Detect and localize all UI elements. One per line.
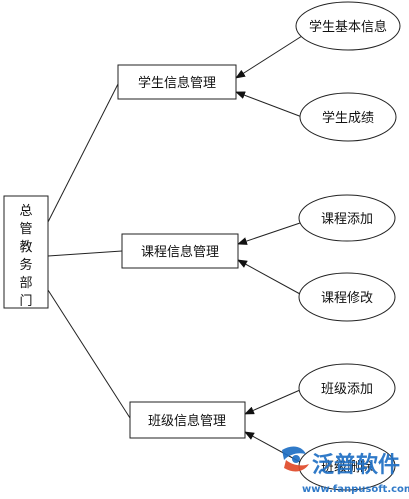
arrow-child-2-1	[237, 222, 301, 245]
branch-node-class: 班级信息管理	[129, 401, 246, 439]
root-char-2: 管	[19, 222, 32, 237]
child-label-class-delete: 班级删除	[321, 460, 373, 475]
child-node-course-edit: 课程修改	[298, 272, 396, 322]
arrow-child-3-2	[244, 431, 301, 463]
child-node-course-add: 课程添加	[298, 194, 396, 242]
watermark-logo-icon	[282, 446, 309, 472]
branch-node-student: 学生信息管理	[117, 64, 237, 100]
branch-node-course: 课程信息管理	[121, 233, 239, 269]
child-node-class-delete: 班级删除	[298, 441, 396, 491]
watermark-brand: 泛普软件	[312, 452, 400, 478]
child-label-class-add: 班级添加	[321, 382, 373, 397]
child-label-student-info: 学生基本信息	[309, 19, 387, 35]
arrow-child-1-1	[235, 35, 303, 79]
arrow-child-1-2	[235, 91, 303, 118]
child-label-course-edit: 课程修改	[321, 291, 373, 306]
branch-label-student: 学生信息管理	[138, 75, 216, 91]
root-char-1: 总	[19, 204, 32, 219]
child-node-student-info: 学生基本信息	[295, 1, 401, 51]
child-node-class-add: 班级添加	[298, 363, 396, 413]
root-node: 总 管 教 务 部 门	[3, 195, 49, 309]
child-node-student-grade: 学生成绩	[299, 92, 397, 142]
root-char-4: 务	[19, 257, 32, 273]
root-char-3: 教	[19, 239, 32, 255]
connector-root-branch-2	[47, 250, 123, 257]
child-label-course-add: 课程添加	[321, 212, 373, 227]
arrow-child-3-1	[244, 389, 301, 415]
arrow-child-2-2	[237, 259, 301, 295]
watermark: 泛普软件 www.fanpusoft.com	[282, 446, 409, 495]
root-char-6: 门	[19, 294, 32, 309]
watermark-url: www.fanpusoft.com	[302, 484, 409, 495]
connector-root-branch-1	[47, 83, 119, 223]
connector-root-branch-3	[47, 289, 131, 419]
branch-label-class: 班级信息管理	[148, 413, 226, 429]
child-label-student-grade: 学生成绩	[322, 110, 374, 126]
branch-label-course: 课程信息管理	[141, 244, 219, 260]
root-char-5: 部	[19, 276, 32, 291]
